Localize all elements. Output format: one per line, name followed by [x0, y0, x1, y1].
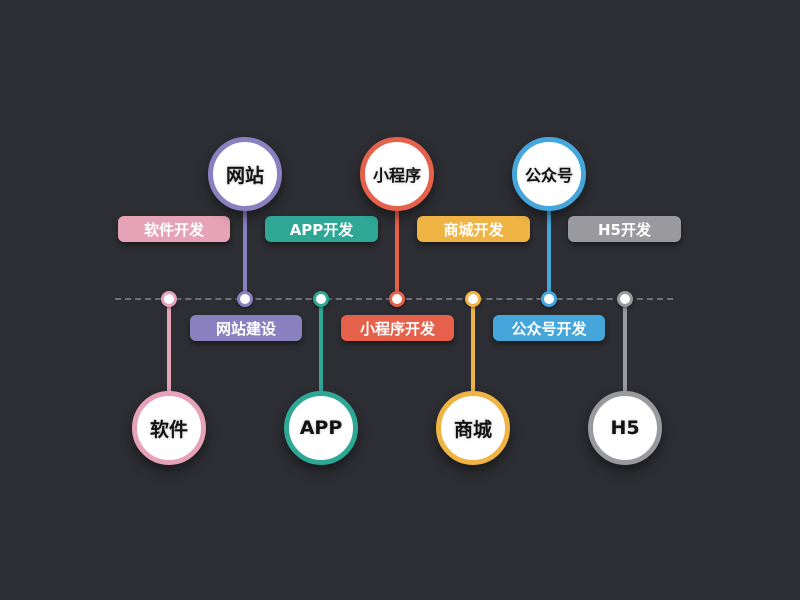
app-bubble: APP [284, 391, 358, 465]
app-dot [313, 291, 329, 307]
mall-dot [465, 291, 481, 307]
app-service-label: APP开发 [289, 220, 354, 239]
miniprogram-service-tag: 小程序开发 [341, 315, 454, 341]
miniprogram-service-label: 小程序开发 [359, 319, 435, 338]
miniprogram-bubble: 小程序 [360, 137, 434, 211]
h5-stem [623, 300, 627, 394]
official-account-service-tag: 公众号开发 [493, 315, 605, 341]
software-service-tag: 软件开发 [118, 216, 230, 242]
mall-stem [471, 300, 475, 394]
app-title: APP [299, 417, 343, 439]
official-account-dot [541, 291, 557, 307]
website-title: 网站 [225, 164, 264, 187]
miniprogram-stem [395, 205, 399, 299]
software-service-label: 软件开发 [143, 220, 204, 239]
mall-service-tag: 商城开发 [417, 216, 530, 242]
website-bubble: 网站 [208, 137, 282, 211]
website-dot [237, 291, 253, 307]
software-dot [161, 291, 177, 307]
software-stem [167, 300, 171, 394]
h5-dot [617, 291, 633, 307]
mall-service-label: 商城开发 [443, 220, 504, 239]
official-account-stem [547, 205, 551, 299]
software-bubble: 软件 [132, 391, 206, 465]
mall-title: 商城 [453, 418, 492, 441]
mall-bubble: 商城 [436, 391, 510, 465]
software-title: 软件 [149, 418, 188, 441]
h5-bubble: H5 [588, 391, 662, 465]
website-service-tag: 网站建设 [190, 315, 302, 341]
app-service-tag: APP开发 [265, 216, 378, 242]
miniprogram-title: 小程序 [372, 166, 421, 185]
official-account-bubble: 公众号 [512, 137, 586, 211]
official-account-title: 公众号 [524, 166, 573, 185]
website-service-label: 网站建设 [215, 319, 276, 338]
miniprogram-dot [389, 291, 405, 307]
h5-service-tag: H5开发 [568, 216, 681, 242]
h5-service-label: H5开发 [598, 220, 651, 239]
official-account-service-label: 公众号开发 [511, 319, 587, 338]
app-stem [319, 300, 323, 394]
website-stem [243, 205, 247, 299]
h5-title: H5 [610, 417, 640, 439]
